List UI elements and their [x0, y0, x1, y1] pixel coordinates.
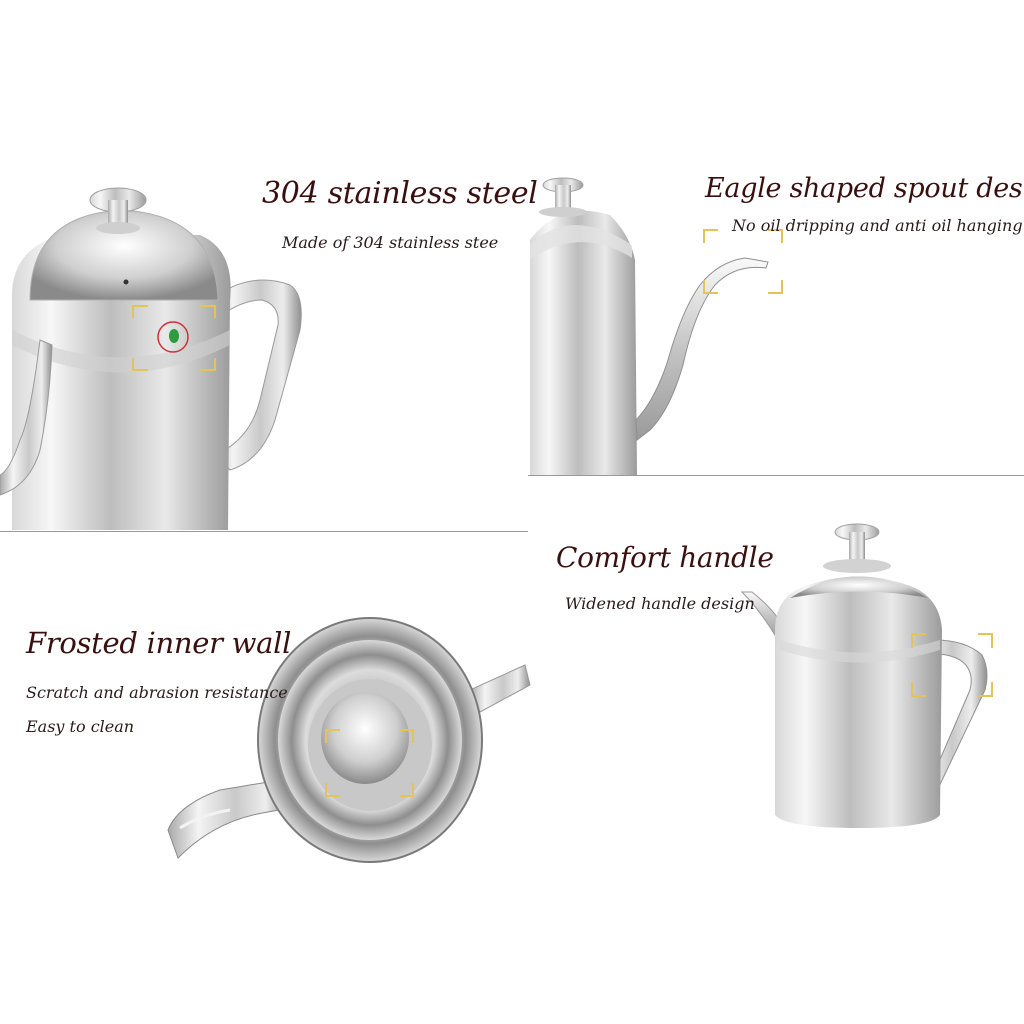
- pot-closeup-handle: [740, 523, 993, 828]
- feature-title-handle: Comfort handle: [556, 541, 774, 574]
- feature-title-steel: 304 stainless steel: [262, 176, 538, 211]
- pot-closeup-steel: [0, 187, 302, 530]
- feature-subtitle-spout: No oil dripping and anti oil hanging: [732, 216, 1023, 235]
- feature-subtitle-handle: Widened handle design: [565, 594, 755, 613]
- feature-title-wall: Frosted inner wall: [26, 626, 292, 660]
- feature-title-spout: Eagle shaped spout design: [705, 173, 1024, 204]
- divider-top-right: [528, 475, 1024, 476]
- feature-line-wall-2: Easy to clean: [26, 717, 135, 736]
- feature-subtitle-steel: Made of 304 stainless stee: [282, 233, 499, 252]
- pot-top-view-interior: [167, 617, 531, 863]
- feature-line-wall-1: Scratch and abrasion resistance: [26, 683, 288, 702]
- pot-closeup-spout: [530, 177, 783, 475]
- divider-top-left: [0, 531, 528, 532]
